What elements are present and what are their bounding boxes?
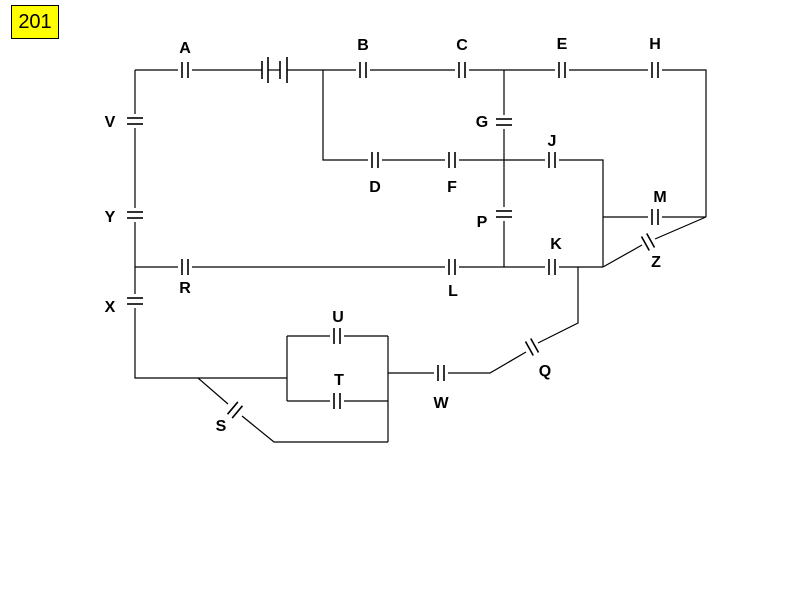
wire-segment-36	[197, 377, 229, 405]
capacitor-M	[651, 209, 659, 225]
label-Z: Z	[651, 254, 661, 271]
label-Q: Q	[539, 363, 551, 380]
capacitor-Z	[640, 233, 656, 251]
label-M: M	[653, 189, 666, 206]
label-T: T	[334, 372, 344, 389]
label-W: W	[433, 395, 449, 412]
label-Y: Y	[105, 209, 116, 226]
capacitor-A	[181, 62, 189, 78]
wire-segment-27	[537, 267, 579, 344]
label-R: R	[179, 280, 191, 297]
capacitor-G	[496, 118, 512, 126]
label-L: L	[448, 283, 458, 300]
capacitor-P	[496, 210, 512, 218]
label-S: S	[216, 418, 227, 435]
capacitor-Y	[127, 211, 143, 219]
capacitor-plate	[226, 401, 239, 415]
capacitor-S	[226, 401, 244, 419]
capacitor-plate	[530, 338, 540, 353]
capacitor-plate	[646, 233, 656, 248]
circuit-number-badge: 201	[11, 5, 59, 39]
label-H: H	[649, 36, 661, 53]
circuit-elements	[127, 57, 659, 419]
capacitor-E	[558, 62, 566, 78]
capacitor-R	[181, 259, 189, 275]
capacitor-L	[448, 259, 456, 275]
wire-segment-17	[654, 216, 707, 240]
label-U: U	[332, 309, 344, 326]
capacitor-labels: A B C E H V G J D F M Y P K Z R L X U Q …	[105, 36, 667, 435]
label-A: A	[179, 40, 191, 57]
wire-segment-7	[662, 69, 707, 217]
capacitor-J	[548, 152, 556, 168]
battery-symbol	[261, 57, 288, 83]
label-K: K	[550, 236, 562, 253]
capacitor-F	[448, 152, 456, 168]
wire-segment-18	[602, 244, 643, 268]
label-C: C	[456, 37, 468, 54]
wire-segment-11	[559, 159, 604, 267]
capacitor-plate	[524, 341, 534, 356]
label-V: V	[105, 114, 116, 131]
label-J: J	[548, 133, 557, 150]
capacitor-X	[127, 297, 143, 305]
capacitor-V	[127, 117, 143, 125]
capacitor-U	[333, 328, 341, 344]
capacitor-W	[437, 365, 445, 381]
wire-segment-22	[134, 308, 287, 379]
capacitor-H	[651, 62, 659, 78]
capacitor-plate	[231, 405, 244, 419]
capacitor-Q	[524, 338, 540, 356]
label-F: F	[447, 179, 457, 196]
capacitor-plate	[640, 236, 650, 251]
capacitor-B	[359, 62, 367, 78]
capacitor-K	[548, 259, 556, 275]
capacitor-T	[333, 393, 341, 409]
label-B: B	[357, 37, 369, 54]
label-E: E	[557, 36, 568, 53]
label-X: X	[105, 299, 116, 316]
label-G: G	[476, 114, 488, 131]
wire-segment-37	[241, 415, 388, 443]
wire-segment-8	[322, 70, 368, 161]
capacitor-C	[458, 62, 466, 78]
label-D: D	[369, 179, 381, 196]
circuit-wires	[134, 69, 707, 443]
label-P: P	[477, 214, 488, 231]
wire-segment-28	[448, 351, 527, 374]
capacitor-D	[371, 152, 379, 168]
